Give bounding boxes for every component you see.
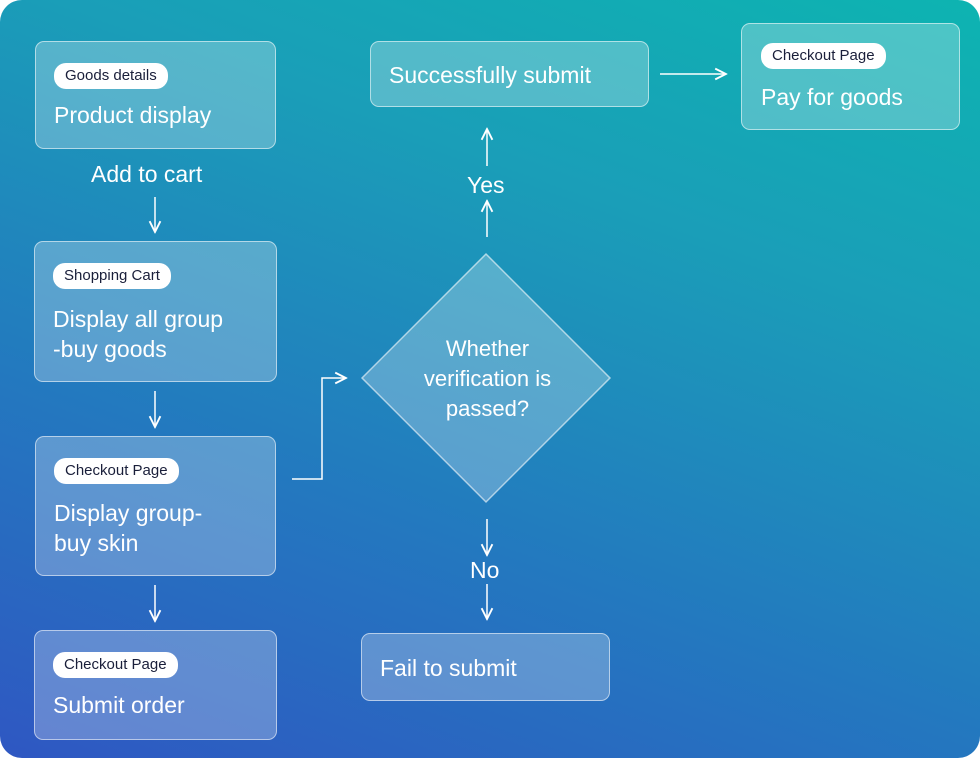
node-shopping-cart: Shopping Cart Display all group -buy goo… <box>34 241 277 382</box>
node-pay-for-goods: Checkout Page Pay for goods <box>741 23 960 130</box>
decision-diamond <box>360 252 612 504</box>
decision-label: Whether verification is passed? <box>423 336 552 421</box>
node-tag: Shopping Cart <box>53 263 171 289</box>
node-submit-order: Checkout Page Submit order <box>34 630 277 740</box>
node-checkout-skin: Checkout Page Display group- buy skin <box>35 436 276 576</box>
edge-label-yes: Yes <box>467 172 505 198</box>
edge-label-no: No <box>470 557 500 583</box>
edge-label-add-to-cart: Add to cart <box>91 161 203 187</box>
node-label: Submit order <box>53 692 185 718</box>
node-tag: Checkout Page <box>54 458 179 484</box>
node-label: Product display <box>54 102 212 128</box>
node-label: Pay for goods <box>761 84 903 110</box>
node-label: Successfully submit <box>389 62 591 88</box>
node-label: Display group- buy skin <box>54 500 203 556</box>
node-label: Fail to submit <box>380 655 517 681</box>
node-tag: Checkout Page <box>53 652 178 678</box>
arrow-skin-to-decision <box>292 378 346 480</box>
node-successfully-submit: Successfully submit <box>370 41 649 107</box>
node-tag: Checkout Page <box>761 43 886 69</box>
node-tag: Goods details <box>54 63 168 89</box>
node-label: Display all group -buy goods <box>53 306 224 362</box>
node-goods-details: Goods details Product display <box>35 41 276 149</box>
node-fail-to-submit: Fail to submit <box>361 633 610 701</box>
